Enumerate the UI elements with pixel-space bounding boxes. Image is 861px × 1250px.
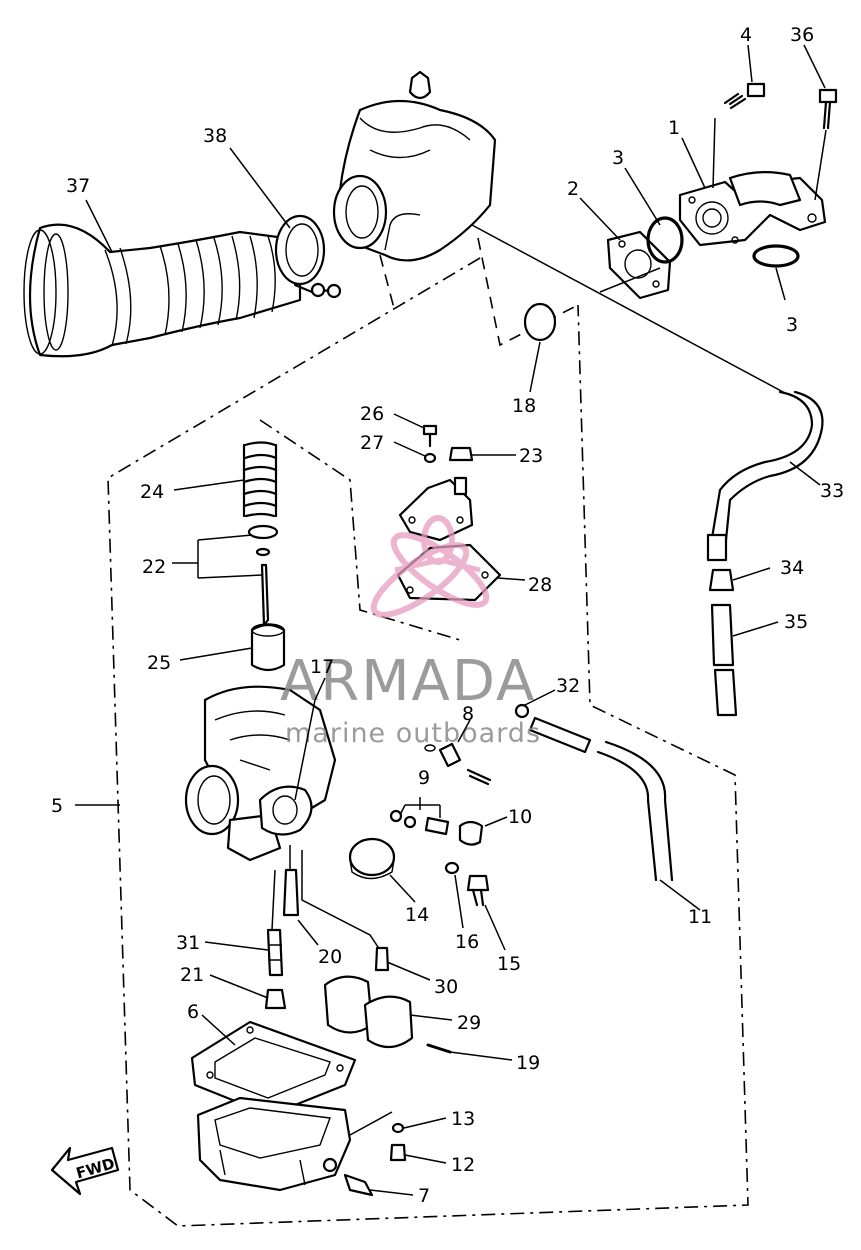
- needle-clip: [255, 547, 271, 557]
- carb-top-cover: [398, 476, 474, 542]
- callout-numbers: 1 2 3 3 4 5 6 7 8 9 10 11 12 13 14 15 16…: [51, 24, 844, 1207]
- callout-3: 3: [786, 314, 798, 336]
- vent-hose: [706, 390, 824, 717]
- float-pin: [426, 1043, 452, 1054]
- nut: [448, 446, 474, 462]
- callout-27: 27: [360, 432, 384, 454]
- drain-screw: [343, 1173, 374, 1197]
- callout-31: 31: [176, 932, 200, 954]
- manifold-gasket: [606, 230, 672, 300]
- jet-needle: [260, 563, 270, 627]
- callout-leaders: [75, 44, 826, 1196]
- airbox-housing: [332, 70, 497, 262]
- callout-15: 15: [497, 953, 521, 975]
- callout-4: 4: [740, 24, 752, 46]
- gasket: [523, 302, 557, 342]
- spring-seat: [247, 524, 279, 540]
- leader-line: [599, 267, 661, 293]
- watermark-title: ARMADA: [280, 649, 536, 714]
- callout-29: 29: [457, 1012, 481, 1034]
- callout-24: 24: [140, 481, 164, 503]
- throttle-spring: [242, 441, 278, 518]
- callout-7: 7: [418, 1185, 430, 1207]
- bolt: [818, 88, 838, 130]
- float: [323, 975, 414, 1049]
- bolt: [723, 82, 766, 110]
- callout-38: 38: [203, 125, 227, 147]
- callout-36: 36: [790, 24, 814, 46]
- callout-19: 19: [516, 1052, 540, 1074]
- main-jet: [264, 988, 287, 1010]
- o-ring-small: [444, 861, 460, 875]
- throttle-valve: [250, 623, 286, 672]
- watermark-subtitle: marine outboards: [285, 718, 541, 749]
- drain-screw: [466, 874, 490, 907]
- callout-12: 12: [451, 1154, 475, 1176]
- fuel-hose: [528, 716, 674, 882]
- intake-manifold: [678, 171, 827, 247]
- screw: [422, 424, 438, 448]
- screw-cap: [348, 837, 396, 880]
- callout-11: 11: [688, 906, 712, 928]
- callout-33: 33: [820, 480, 844, 502]
- hose-clamp: [274, 214, 342, 299]
- washer: [391, 1122, 405, 1134]
- callout-20: 20: [318, 946, 342, 968]
- leader-line: [712, 117, 716, 189]
- callout-9: 9: [418, 767, 430, 789]
- pilot-screw-set: [424, 742, 492, 786]
- callout-8: 8: [462, 703, 474, 725]
- carburetor-body: [184, 685, 337, 862]
- callout-28: 28: [528, 574, 552, 596]
- callout-17: 17: [310, 656, 334, 678]
- callout-10: 10: [508, 806, 532, 828]
- callout-3: 3: [612, 147, 624, 169]
- pilot-jet: [266, 928, 284, 977]
- callout-18: 18: [512, 395, 536, 417]
- callout-30: 30: [434, 976, 458, 998]
- guide-line: [259, 419, 461, 641]
- guide-line: [271, 869, 276, 931]
- callout-23: 23: [519, 445, 543, 467]
- callout-34: 34: [780, 557, 804, 579]
- callout-22: 22: [142, 556, 166, 578]
- callout-13: 13: [451, 1108, 475, 1130]
- callout-6: 6: [187, 1001, 199, 1023]
- assembly-boundary: [107, 257, 749, 1227]
- guide-line: [349, 1111, 393, 1136]
- callout-37: 37: [66, 175, 90, 197]
- callout-5: 5: [51, 795, 63, 817]
- needle-jet: [282, 868, 300, 917]
- callout-35: 35: [784, 611, 808, 633]
- armada-logo: ARMADA marine outboards: [280, 515, 541, 749]
- needle-valve: [374, 946, 390, 972]
- leader-line: [814, 129, 827, 201]
- washer: [423, 452, 437, 464]
- fwd-direction-arrow: FWD: [50, 1146, 120, 1196]
- air-screw-set: [389, 809, 450, 836]
- callout-2: 2: [567, 178, 579, 200]
- callout-21: 21: [180, 964, 204, 986]
- callout-26: 26: [360, 403, 384, 425]
- callout-1: 1: [668, 117, 680, 139]
- guide-line: [289, 845, 381, 951]
- o-ring-small: [514, 703, 530, 719]
- screw: [389, 1143, 407, 1162]
- leader-line: [471, 224, 786, 394]
- float-bowl: [196, 1096, 352, 1192]
- intake-boot: [23, 223, 302, 358]
- callout-14: 14: [405, 904, 429, 926]
- callout-32: 32: [556, 675, 580, 697]
- cap: [458, 820, 484, 846]
- o-ring: [646, 216, 684, 264]
- callout-25: 25: [147, 652, 171, 674]
- o-ring: [752, 244, 800, 268]
- callout-16: 16: [455, 931, 479, 953]
